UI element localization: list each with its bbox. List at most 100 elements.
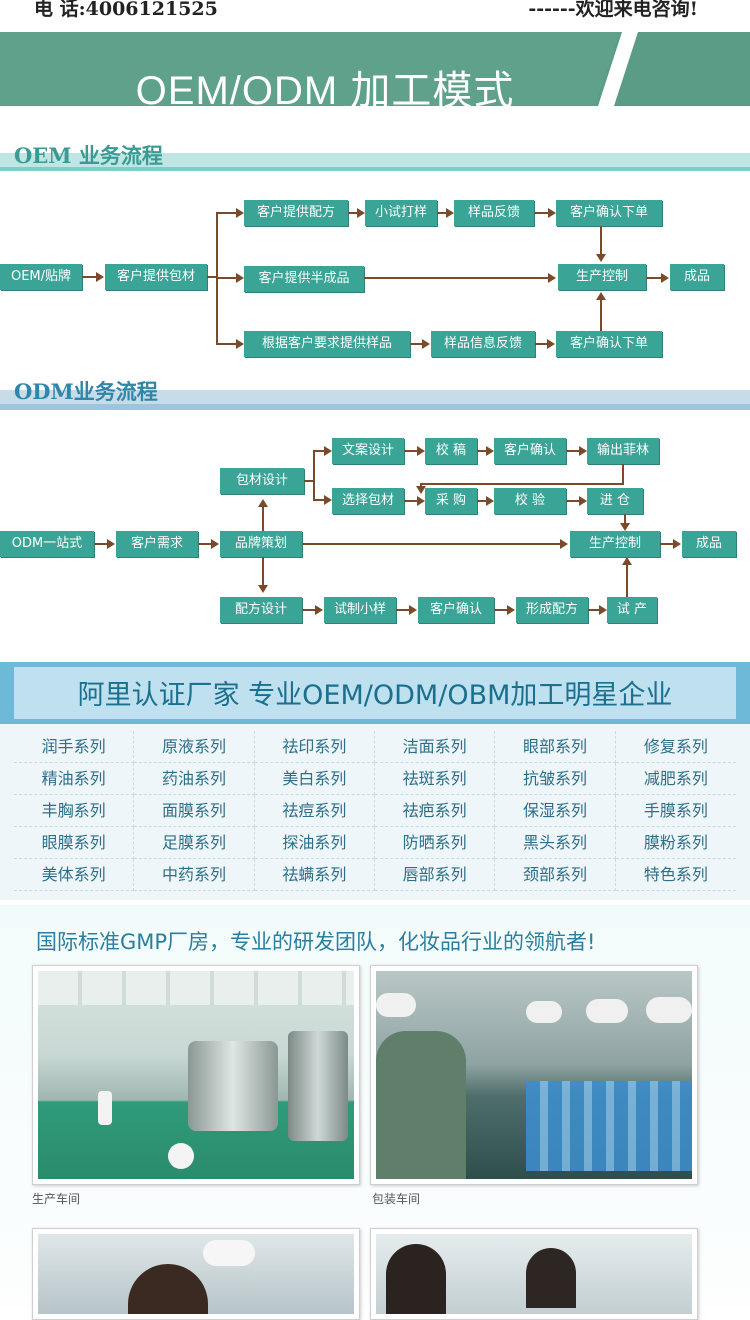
oem-title-underline — [0, 167, 750, 171]
arrow-line — [304, 480, 314, 482]
odm-small-sample-box: 试制小样 — [324, 597, 396, 623]
arrow-head — [357, 208, 365, 218]
arrow-line — [477, 450, 487, 452]
odm-inspection-box: 校 验 — [494, 488, 566, 514]
arrow-head — [486, 446, 494, 456]
arrow-head — [548, 208, 556, 218]
series-item: 眼部系列 — [495, 731, 616, 763]
series-item: 丰胸系列 — [14, 795, 135, 827]
arrow-line — [566, 450, 580, 452]
arrow-head — [599, 605, 607, 615]
arrow-line — [420, 483, 624, 485]
arrow-line — [566, 500, 580, 502]
series-item: 祛痘系列 — [254, 795, 375, 827]
arrow-head — [507, 605, 515, 615]
arrow-line — [348, 212, 358, 214]
oem-semi-finished-box: 客户提供半成品 — [244, 266, 364, 292]
production-workshop-photo — [32, 965, 360, 1185]
gmp-section-title: 国际标准GMP厂房，专业的研发团队，化妆品行业的领航者! — [36, 930, 596, 954]
oem-client-formula-box: 客户提供配方 — [244, 200, 348, 226]
odm-start-box: ODM一站式 — [0, 531, 94, 557]
arrow-line — [404, 500, 418, 502]
series-item: 手膜系列 — [615, 795, 736, 827]
arrow-head — [486, 496, 494, 506]
arrow-head — [96, 272, 104, 282]
arrow-line — [600, 300, 602, 331]
odm-section-title: ODM业务流程 — [14, 379, 158, 404]
arrow-head — [622, 557, 632, 565]
odm-purchase-box: 采 购 — [425, 488, 477, 514]
odm-finalize-formula-box: 形成配方 — [516, 597, 588, 623]
arrow-head — [416, 486, 426, 494]
odm-title-underline — [0, 404, 750, 410]
arrow-line — [364, 277, 548, 279]
series-item: 洁面系列 — [375, 731, 496, 763]
series-item: 中药系列 — [134, 859, 255, 891]
series-item: 祛印系列 — [254, 731, 375, 763]
ali-title-panel — [14, 667, 736, 719]
oem-production-control-box: 生产控制 — [558, 264, 646, 290]
series-item: 保湿系列 — [495, 795, 616, 827]
arrow-line — [82, 276, 98, 278]
oem-start-box: OEM/贴牌 — [0, 264, 82, 290]
series-item: 膜粉系列 — [615, 827, 736, 859]
series-item: 祛螨系列 — [254, 859, 375, 891]
arrow-line — [477, 500, 487, 502]
arrow-head — [236, 339, 244, 349]
arrow-line — [588, 609, 600, 611]
arrow-head — [236, 273, 244, 283]
oem-confirm-order-box: 客户确认下单 — [556, 200, 662, 226]
lab-photo-1 — [32, 1228, 360, 1320]
arrow-line — [216, 277, 238, 279]
arrow-head — [236, 208, 244, 218]
arrow-line — [646, 277, 662, 279]
arrow-line — [626, 564, 628, 597]
arrow-line — [262, 557, 264, 587]
top-strip — [0, 0, 750, 22]
arrow-head — [107, 539, 115, 549]
arrow-head — [258, 585, 268, 593]
arrow-line — [94, 543, 108, 545]
oem-sample-info-feedback-box: 样品信息反馈 — [431, 331, 535, 357]
arrow-line — [420, 483, 422, 488]
oem-finished-product-box: 成品 — [670, 264, 724, 290]
arrow-head — [620, 523, 630, 531]
odm-finished-product-box: 成品 — [682, 531, 736, 557]
series-item: 足膜系列 — [134, 827, 255, 859]
arrow-line — [600, 226, 602, 256]
series-item: 探油系列 — [254, 827, 375, 859]
arrow-line — [262, 506, 264, 531]
arrow-head — [211, 539, 219, 549]
odm-title-bar — [0, 390, 750, 404]
arrow-line — [535, 343, 547, 345]
arrow-head — [579, 446, 587, 456]
series-item: 特色系列 — [615, 859, 736, 891]
arrow-head — [560, 539, 568, 549]
arrow-head — [661, 273, 669, 283]
arrow-head — [417, 496, 425, 506]
banner-title: OEM/ODM 加工模式 — [135, 69, 515, 113]
odm-client-confirm-box: 客户确认 — [494, 438, 566, 464]
oem-flow-diagram: OEM/贴牌 客户提供包材 客户提供配方 小试打样 样品反馈 客户确认下单 客户… — [0, 178, 750, 364]
branch-line — [313, 450, 315, 500]
arrow-head — [673, 539, 681, 549]
arrow-head — [446, 208, 454, 218]
arrow-line — [410, 343, 422, 345]
odm-packaging-design-box: 包材设计 — [220, 468, 304, 494]
oem-provide-packaging-box: 客户提供包材 — [105, 264, 207, 290]
series-item: 防晒系列 — [375, 827, 496, 859]
arrow-head — [596, 254, 606, 262]
packaging-workshop-caption: 包装车间 — [372, 1192, 421, 1206]
odm-formula-design-box: 配方设计 — [220, 597, 302, 623]
arrow-line — [302, 543, 560, 545]
arrow-line — [494, 609, 508, 611]
series-item: 面膜系列 — [134, 795, 255, 827]
series-item: 减肥系列 — [615, 763, 736, 795]
odm-production-control-box: 生产控制 — [570, 531, 660, 557]
arrow-line — [396, 609, 410, 611]
oem-section-title: OEM 业务流程 — [14, 143, 163, 168]
odm-client-needs-box: 客户需求 — [116, 531, 198, 557]
arrow-line — [302, 609, 316, 611]
phone-number: 电 话:4006121525 — [34, 0, 218, 20]
arrow-line — [313, 499, 325, 501]
